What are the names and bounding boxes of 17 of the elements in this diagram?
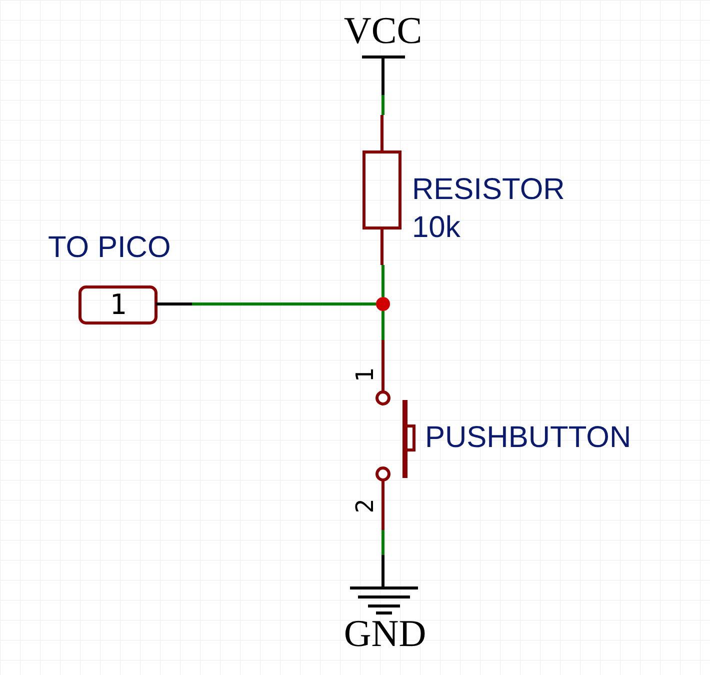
net-label: GND bbox=[342, 615, 428, 653]
pin-number: 2 bbox=[353, 498, 378, 514]
pin-number: 1 bbox=[353, 368, 378, 382]
component-label: RESISTOR bbox=[412, 175, 565, 205]
wire bbox=[382, 265, 384, 297]
pin-number: 1 bbox=[108, 291, 128, 319]
component-label: 10k bbox=[412, 213, 460, 243]
wire bbox=[382, 530, 384, 555]
wire bbox=[192, 302, 376, 306]
net-port bbox=[78, 285, 192, 325]
junction-dot bbox=[376, 297, 390, 311]
component-label: TO PICO bbox=[48, 233, 171, 263]
wire bbox=[382, 95, 384, 115]
net-label: VCC bbox=[342, 12, 424, 50]
resistor-symbol bbox=[362, 115, 404, 265]
component-label: PUSHBUTTON bbox=[425, 423, 632, 453]
wire bbox=[382, 311, 384, 340]
